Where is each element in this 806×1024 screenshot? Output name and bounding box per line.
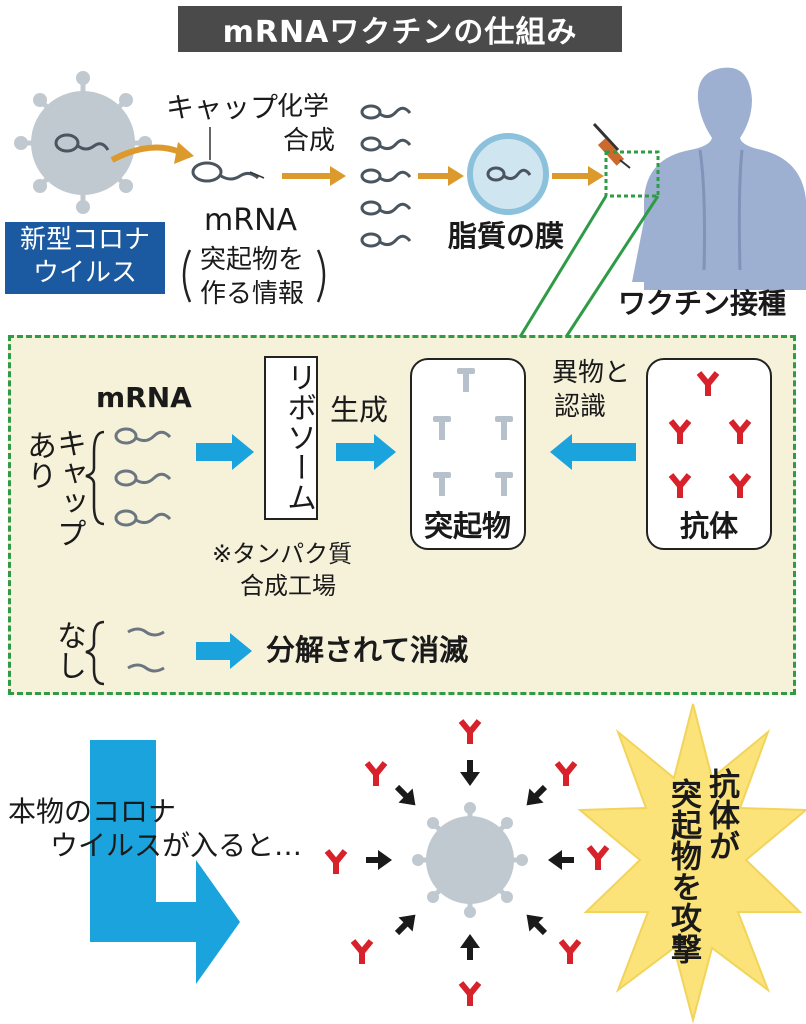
capped-mrna-icon [191,127,265,183]
real-virus-line2: ウイルスが入ると… [50,829,303,862]
attack-arrows [366,760,574,960]
spike-box-label: 突起物 [424,509,512,543]
person-silhouette-icon [632,67,806,290]
capped-mrna-list [114,427,172,527]
burst-text-col2: 抗体が [703,768,739,861]
coronavirus-bottom-icon [412,802,528,918]
mrna-note-2: 作る情報 [200,279,305,309]
decomposed-label: 分解されて消滅 [266,633,469,667]
virus-label-line1: 新型コロナ [19,225,150,255]
ribosome-note-1: ※タンパク質 [212,540,353,568]
synthesized-mrna-icons [360,104,412,248]
burst-shape [577,703,806,1024]
page-title: mRNAワクチンの仕組み [222,15,578,50]
without-cap-label: なし [51,620,86,680]
syringe-icon [592,122,631,169]
lipid-nanoparticle-icon [467,133,549,215]
mrna-label: mRNA [204,203,298,238]
vaccination-label: ワクチン接種 [618,287,787,320]
with-cap-right-label: キャップ [51,428,86,548]
big-l-arrow [90,740,240,984]
ribosome-label: リボソーム [281,362,316,512]
with-cap-left-label: あり [21,430,56,490]
cap-label: キャップ [166,91,279,124]
burst-text-col1: 突起物を攻撃 [665,778,701,964]
chem-label-1: 化学 [277,92,330,122]
ribosome-note-2: 合成工場 [240,572,336,600]
recognize-label-2: 認識 [554,392,607,422]
generate-label: 生成 [330,393,389,427]
recognize-label-1: 異物と [552,358,631,388]
virus-label: 新型コロナ ウイルス [5,222,165,294]
ribosome-box: リボソーム [264,356,318,520]
title-bar: mRNAワクチンの仕組み [178,6,622,52]
antibody-box-label: 抗体 [680,509,739,543]
real-virus-line1: 本物のコロナ [8,795,177,828]
uncapped-mrna-list [127,627,165,673]
mrna-heading: mRNA [96,381,192,414]
virus-label-line2: ウイルス [32,258,137,288]
mrna-note-1: 突起物を [200,245,305,275]
lipid-label: 脂質の膜 [448,219,565,253]
chem-label-2: 合成 [283,126,336,156]
virus-icon [14,71,152,214]
